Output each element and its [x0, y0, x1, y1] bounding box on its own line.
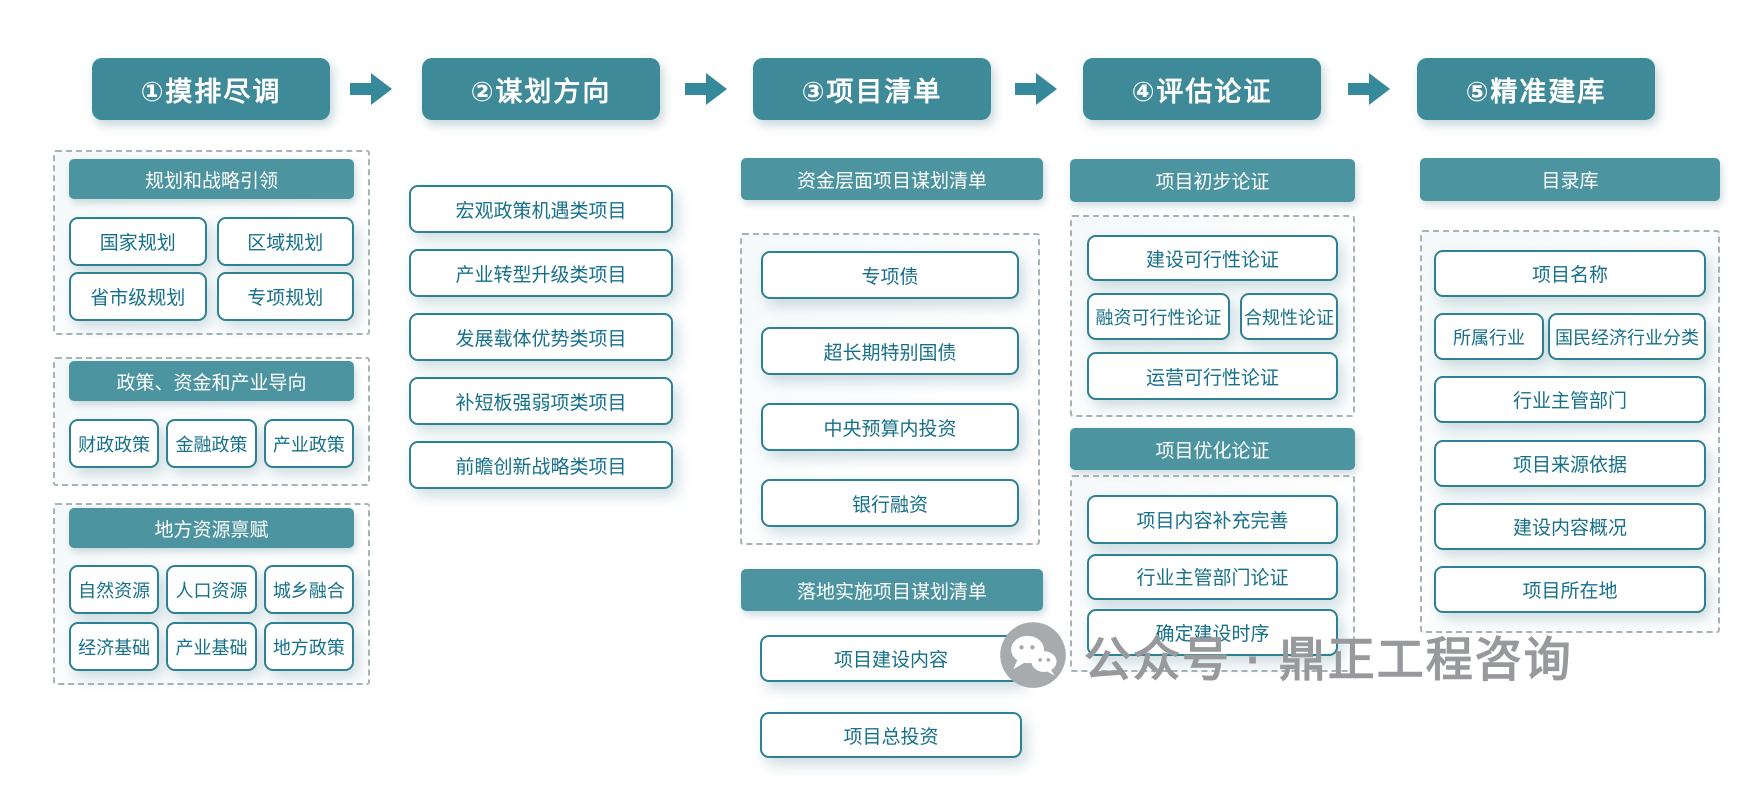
group-box-grid: 国家规划 区域规划 省市级规划 专项规划 [69, 217, 354, 321]
flow-box: 产业基础 [166, 622, 257, 671]
watermark-text: 公众号 · 鼎正工程咨询 [1084, 632, 1573, 686]
wechat-icon [998, 620, 1068, 690]
step-pill-1: ①摸排尽调 [92, 58, 330, 120]
arrow-right-icon [685, 73, 727, 105]
flow-box: 项目名称 [1434, 250, 1706, 297]
flow-box: 中央预算内投资 [761, 403, 1019, 451]
flow-box: 前瞻创新战略类项目 [409, 441, 673, 489]
flow-box: 所属行业 [1434, 313, 1544, 361]
flow-box: 超长期特别国债 [761, 327, 1019, 375]
flow-box: 产业政策 [263, 419, 354, 468]
flow-box: 行业主管部门论证 [1087, 553, 1338, 600]
flow-box: 项目内容补充完善 [1087, 495, 1338, 544]
group-box-grid: 自然资源 人口资源 城乡融合 经济基础 产业基础 地方政策 [69, 565, 354, 671]
flow-box: 发展载体优势类项目 [409, 313, 673, 361]
flow-box: 自然资源 [69, 565, 160, 614]
section-header: 项目优化论证 [1070, 428, 1355, 470]
step-pill-5: ⑤精准建库 [1417, 58, 1655, 120]
arrow-right-icon [1015, 73, 1057, 105]
flow-box: 项目来源依据 [1434, 439, 1706, 487]
flow-box: 融资可行性论证 [1087, 293, 1231, 340]
flow-box: 省市级规划 [69, 272, 207, 321]
flow-box: 专项债 [761, 251, 1019, 299]
arrow-right-icon [1348, 73, 1390, 105]
step-pill-4: ④评估论证 [1083, 58, 1321, 120]
section-header: 项目初步论证 [1070, 159, 1355, 202]
optimization-review-container: 项目内容补充完善 行业主管部门论证 确定建设时序 [1070, 475, 1355, 672]
flow-box: 运营可行性论证 [1087, 352, 1338, 400]
flow-box: 产业转型升级类项目 [409, 249, 673, 297]
flow-box: 国家规划 [69, 217, 207, 266]
flow-box: 行业主管部门 [1434, 376, 1706, 424]
planning-direction-stack: 宏观政策机遇类项目 产业转型升级类项目 发展载体优势类项目 补短板强弱项类项目 … [409, 185, 673, 489]
section-header: 目录库 [1420, 158, 1720, 201]
flow-box: 项目建设内容 [760, 635, 1022, 682]
flow-box: 建设可行性论证 [1087, 235, 1338, 281]
flow-box: 补短板强弱项类项目 [409, 377, 673, 425]
flow-box: 财政政策 [69, 419, 160, 468]
section-header: 资金层面项目谋划清单 [741, 158, 1043, 200]
flow-box: 地方政策 [263, 622, 354, 671]
preliminary-review-container: 建设可行性论证 融资可行性论证 合规性论证 运营可行性论证 [1070, 215, 1355, 417]
flow-box: 项目总投资 [760, 712, 1022, 758]
watermark: 公众号 · 鼎正工程咨询 [998, 620, 1573, 690]
flow-box: 区域规划 [216, 217, 354, 266]
group-box-grid: 财政政策 金融政策 产业政策 [69, 419, 354, 468]
flow-box: 专项规划 [216, 272, 354, 321]
catalog-container: 项目名称 所属行业 国民经济行业分类 行业主管部门 项目来源依据 建设内容概况 … [1420, 230, 1720, 633]
funding-list-container: 专项债 超长期特别国债 中央预算内投资 银行融资 [740, 233, 1040, 545]
flow-box: 确定建设时序 [1087, 609, 1338, 656]
group-local-resources: 地方资源禀赋 自然资源 人口资源 城乡融合 经济基础 产业基础 地方政策 [53, 503, 370, 685]
group-planning-strategy: 规划和战略引领 国家规划 区域规划 省市级规划 专项规划 [53, 150, 370, 335]
group-header: 政策、资金和产业导向 [69, 361, 354, 401]
flow-box: 建设内容概况 [1434, 502, 1706, 550]
group-policy-funding: 政策、资金和产业导向 财政政策 金融政策 产业政策 [53, 357, 370, 486]
step-pill-2: ②谋划方向 [422, 58, 660, 120]
group-header: 规划和战略引领 [69, 159, 354, 199]
flow-box: 城乡融合 [263, 565, 354, 614]
flow-box: 国民经济行业分类 [1548, 313, 1706, 361]
flow-box: 宏观政策机遇类项目 [409, 185, 673, 233]
flow-box: 金融政策 [166, 419, 257, 468]
step-pill-3: ③项目清单 [753, 58, 991, 120]
flow-box: 合规性论证 [1240, 293, 1338, 340]
arrow-right-icon [350, 73, 392, 105]
flow-box: 经济基础 [69, 622, 160, 671]
section-header: 落地实施项目谋划清单 [741, 569, 1043, 611]
flow-box: 项目所在地 [1434, 565, 1706, 613]
flow-box: 银行融资 [761, 479, 1019, 527]
group-header: 地方资源禀赋 [69, 508, 354, 548]
flow-box: 人口资源 [166, 565, 257, 614]
